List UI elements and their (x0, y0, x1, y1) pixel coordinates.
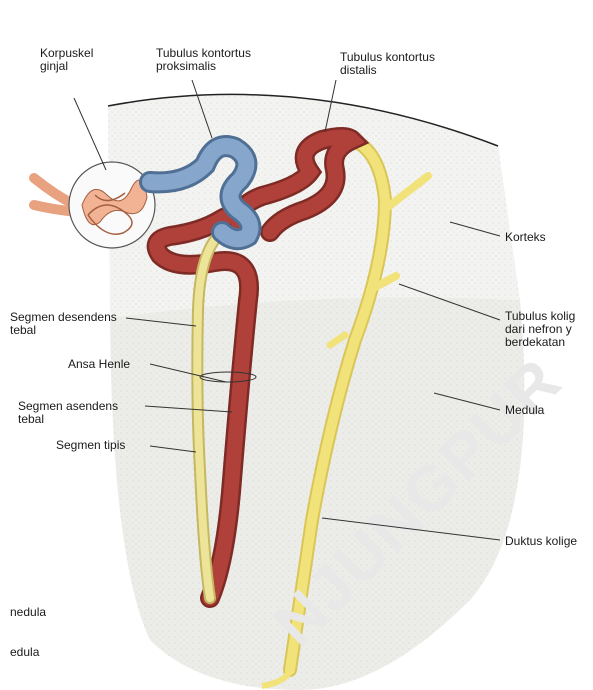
label-medula-b: edula (10, 645, 40, 659)
label-tkp-2: proksimalis (156, 59, 216, 73)
label-medula-a: nedula (10, 605, 46, 619)
label-desendens-2: tebal (10, 323, 36, 337)
label-tkd-2: distalis (340, 63, 377, 77)
label-ginjal: ginjal (40, 59, 68, 73)
label-tkd-1: Tubulus kontortus (340, 50, 435, 64)
label-asendens-1: Segmen asendens (18, 399, 118, 413)
label-korteks: Korteks (505, 230, 546, 244)
label-kolig-3: berdekatan (505, 335, 565, 349)
label-korpuskel: Korpuskel (40, 46, 93, 60)
label-tipis: Segmen tipis (56, 438, 125, 452)
label-kolig-1: Tubulus kolig (505, 309, 575, 323)
label-kolig-2: dari nefron y (505, 322, 572, 336)
label-desendens-1: Segmen desendens (10, 310, 117, 324)
label-duktus: Duktus kolige (505, 534, 577, 548)
label-asendens-2: tebal (18, 412, 44, 426)
label-tkp-1: Tubulus kontortus (156, 46, 251, 60)
label-medula: Medula (505, 403, 545, 417)
label-ansa: Ansa Henle (68, 357, 130, 371)
